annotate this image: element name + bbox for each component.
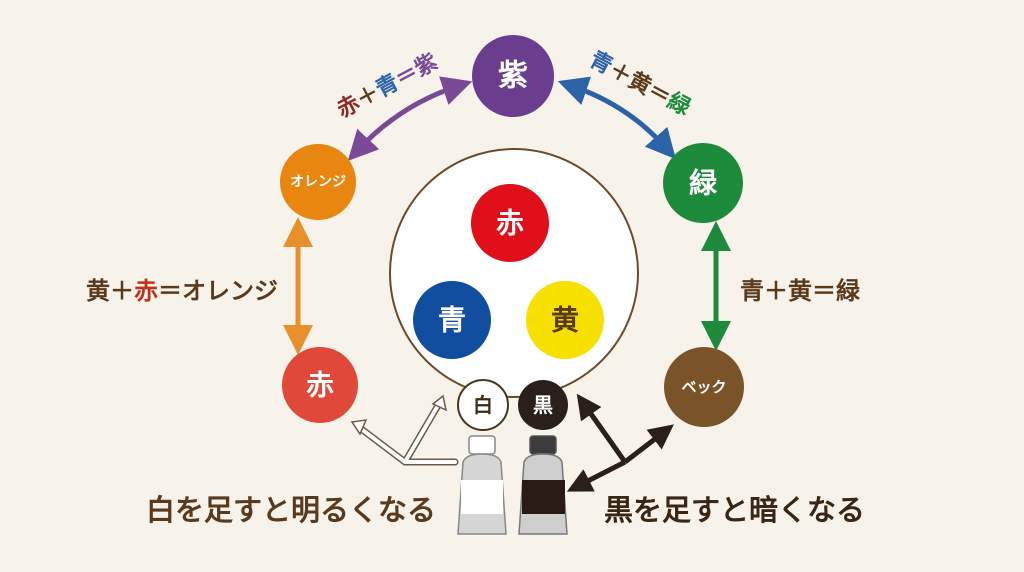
brown-label: ベック xyxy=(681,378,726,396)
caption-white: 白を足すと明るくなる xyxy=(146,493,436,527)
primary-yellow: 黄 xyxy=(526,281,604,359)
wheel-green: 緑 xyxy=(663,143,743,223)
orange-label: オレンジ xyxy=(290,174,346,190)
purple-label: 紫 xyxy=(498,59,528,94)
caption-black: 黒を足すと暗くなる xyxy=(604,493,865,527)
white-paint-tube-icon xyxy=(457,435,507,535)
primary-yellow-label: 黄 xyxy=(551,304,579,337)
arrow-blue-yellow-green xyxy=(557,76,676,160)
mix-label-blue-yellow-right: 青＋黄＝緑 xyxy=(740,277,861,305)
wheel-orange: オレンジ xyxy=(280,144,356,220)
wheel-purple: 紫 xyxy=(472,35,554,117)
black-darken-arrows xyxy=(566,393,674,492)
black-swatch: 黒 xyxy=(518,380,568,430)
black-paint-tube-icon xyxy=(518,435,568,535)
arrow-red-blue-purple xyxy=(347,76,473,161)
red-label: 赤 xyxy=(306,369,334,402)
primary-blue: 青 xyxy=(413,281,491,359)
white-lighten-arrows xyxy=(356,398,459,466)
primary-red: 赤 xyxy=(471,184,549,262)
green-label: 緑 xyxy=(689,167,718,200)
primary-red-label: 赤 xyxy=(496,207,524,240)
white-swatch: 白 xyxy=(457,379,509,431)
white-label: 白 xyxy=(473,393,493,417)
mix-label-blue-yellow-top: 青＋黄＝緑 xyxy=(585,46,695,121)
mix-label-red-blue: 赤＋青＝紫 xyxy=(333,49,442,124)
wheel-brown: ベック xyxy=(664,347,744,427)
wheel-red: 赤 xyxy=(282,347,358,423)
mix-label-yellow-red: 黄＋赤＝オレンジ xyxy=(86,277,278,305)
primary-blue-label: 青 xyxy=(438,304,466,337)
black-label: 黒 xyxy=(533,393,553,417)
